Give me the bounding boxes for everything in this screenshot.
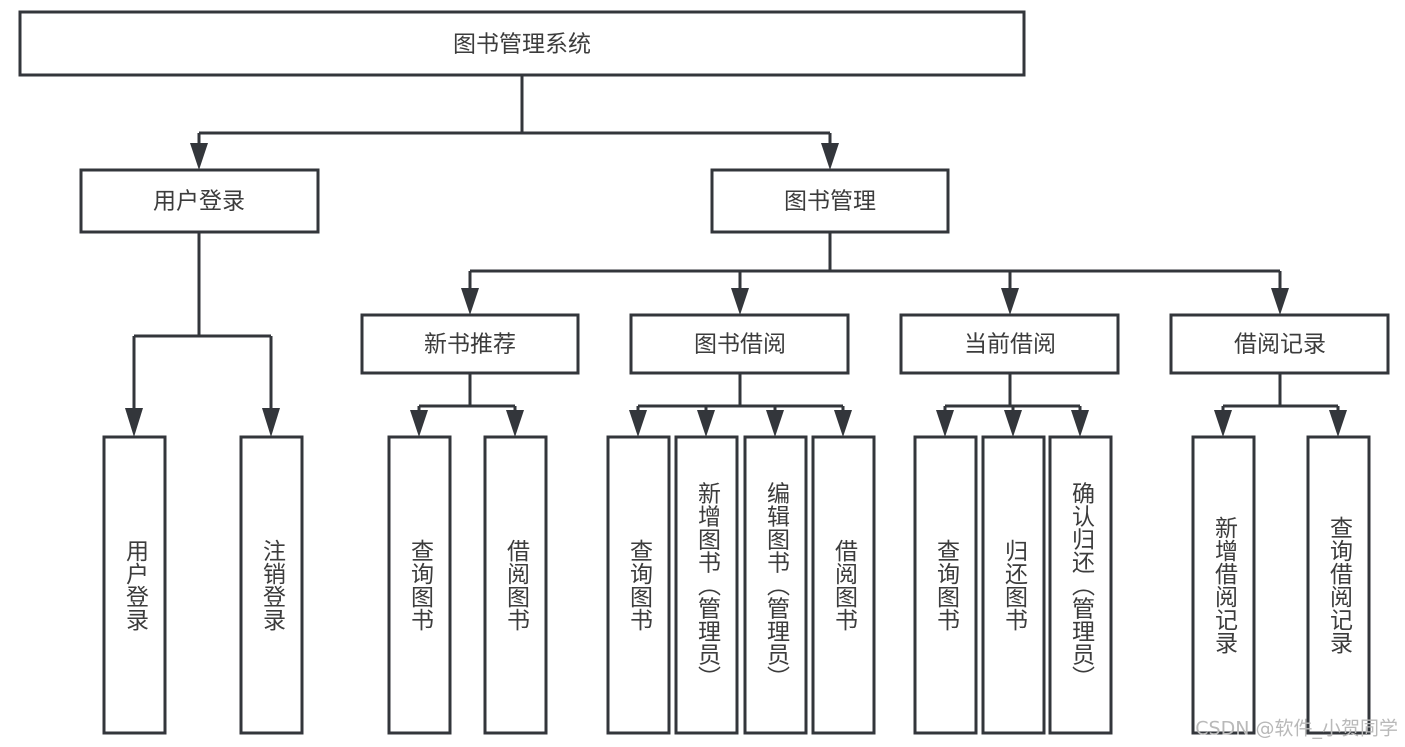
node-current-borrow-label: 当前借阅 — [964, 332, 1056, 358]
arrow-to-leaf-query-book-3 — [936, 410, 954, 437]
node-leaf-edit-book-box[interactable] — [743, 435, 808, 735]
node-leaf-confirm-return[interactable]: 确认归还（管理员） — [1048, 435, 1113, 735]
node-root[interactable]: 图书管理系统 — [18, 10, 1026, 77]
node-leaf-edit-book[interactable]: 编辑图书（管理员） — [743, 435, 808, 735]
node-leaf-query-book-3-box[interactable] — [913, 435, 978, 735]
node-root-box[interactable] — [18, 10, 1026, 77]
node-leaf-add-book-box[interactable] — [674, 435, 739, 735]
node-leaf-user-login-label: 用户登录 — [122, 539, 150, 631]
node-leaf-confirm-return-box[interactable] — [1048, 435, 1113, 735]
arrow-to-leaf-query-book-2 — [629, 410, 647, 437]
node-user-login-label: 用户登录 — [153, 189, 245, 215]
node-leaf-user-login-box[interactable] — [102, 435, 167, 735]
arrow-to-leaf-user-login — [125, 408, 143, 437]
node-leaf-query-book-2-box[interactable] — [606, 435, 671, 735]
arrow-to-leaf-return-book — [1004, 410, 1022, 437]
node-leaf-borrow-book-2-box[interactable] — [811, 435, 876, 735]
node-leaf-logout-login[interactable]: 注销登录 — [239, 435, 304, 735]
arrow-to-new-book — [461, 288, 479, 315]
node-book-borrow-label: 图书借阅 — [694, 332, 786, 358]
node-borrow-record-label: 借阅记录 — [1234, 332, 1326, 358]
node-leaf-borrow-book-1-label: 借阅图书 — [503, 539, 531, 631]
node-leaf-add-book[interactable]: 新增图书（管理员） — [674, 435, 739, 735]
node-root-label: 图书管理系统 — [453, 32, 591, 58]
node-book-borrow[interactable]: 图书借阅 — [629, 313, 850, 375]
arrow-to-leaf-query-record — [1329, 410, 1347, 437]
node-new-book-recommend[interactable]: 新书推荐 — [360, 313, 580, 375]
node-leaf-return-book[interactable]: 归还图书 — [981, 435, 1046, 735]
arrow-to-book-management — [821, 143, 839, 170]
node-leaf-borrow-book-1-box[interactable] — [483, 435, 548, 735]
arrow-to-book-borrow — [731, 288, 749, 315]
node-leaf-confirm-return-label: 确认归还（管理员） — [1068, 482, 1096, 689]
node-book-management[interactable]: 图书管理 — [710, 168, 950, 234]
node-leaf-query-book-3[interactable]: 查询图书 — [913, 435, 978, 735]
node-leaf-add-record-box[interactable] — [1191, 435, 1256, 735]
arrow-to-leaf-logout — [262, 408, 280, 437]
node-current-borrow-box[interactable] — [899, 313, 1120, 375]
arrow-to-leaf-confirm-return — [1071, 410, 1089, 437]
node-leaf-borrow-book-2[interactable]: 借阅图书 — [811, 435, 876, 735]
node-leaf-add-book-label: 新增图书（管理员） — [694, 482, 722, 689]
node-new-book-recommend-box[interactable] — [360, 313, 580, 375]
node-leaf-query-record-label: 查询借阅记录 — [1326, 516, 1354, 654]
arrow-to-borrow-record — [1271, 288, 1289, 315]
node-leaf-edit-book-label: 编辑图书（管理员） — [763, 482, 791, 689]
node-leaf-borrow-book-1[interactable]: 借阅图书 — [483, 435, 548, 735]
node-new-book-recommend-label: 新书推荐 — [424, 332, 516, 358]
node-leaf-borrow-book-2-label: 借阅图书 — [831, 539, 859, 631]
node-leaf-add-record[interactable]: 新增借阅记录 — [1191, 435, 1256, 735]
arrow-to-leaf-edit-book — [766, 410, 784, 437]
node-leaf-logout-login-label: 注销登录 — [259, 539, 287, 631]
node-book-borrow-box[interactable] — [629, 313, 850, 375]
arrow-to-user-login — [190, 143, 208, 170]
node-leaf-query-book-1-box[interactable] — [387, 435, 452, 735]
node-leaf-user-login[interactable]: 用户登录 — [102, 435, 167, 735]
node-user-login-box[interactable] — [79, 168, 320, 234]
node-leaf-query-book-1-label: 查询图书 — [407, 539, 435, 631]
connector-layer — [125, 75, 1347, 437]
arrow-to-current-borrow — [1001, 288, 1019, 315]
node-leaf-query-book-3-label: 查询图书 — [933, 539, 961, 631]
node-leaf-query-record[interactable]: 查询借阅记录 — [1306, 435, 1371, 735]
node-leaf-logout-login-box[interactable] — [239, 435, 304, 735]
arrow-to-leaf-add-book — [697, 410, 715, 437]
arrow-to-leaf-borrow-book-1 — [506, 410, 524, 437]
node-book-management-box[interactable] — [710, 168, 950, 234]
node-leaf-query-record-box[interactable] — [1306, 435, 1371, 735]
node-leaf-query-book-1[interactable]: 查询图书 — [387, 435, 452, 735]
arrow-to-leaf-borrow-book-2 — [834, 410, 852, 437]
arrow-to-leaf-query-book-1 — [410, 410, 428, 437]
node-leaf-query-book-2[interactable]: 查询图书 — [606, 435, 671, 735]
node-leaf-return-book-label: 归还图书 — [1001, 539, 1029, 631]
node-user-login[interactable]: 用户登录 — [79, 168, 320, 234]
node-leaf-query-book-2-label: 查询图书 — [626, 539, 654, 631]
node-borrow-record-box[interactable] — [1169, 313, 1390, 375]
node-leaf-add-record-label: 新增借阅记录 — [1211, 516, 1239, 654]
node-borrow-record[interactable]: 借阅记录 — [1169, 313, 1390, 375]
csdn-watermark: CSDN @软件_小贺同学 — [1195, 718, 1398, 740]
node-book-management-label: 图书管理 — [784, 189, 876, 215]
arrow-to-leaf-add-record — [1214, 410, 1232, 437]
node-leaf-return-book-box[interactable] — [981, 435, 1046, 735]
node-current-borrow[interactable]: 当前借阅 — [899, 313, 1120, 375]
